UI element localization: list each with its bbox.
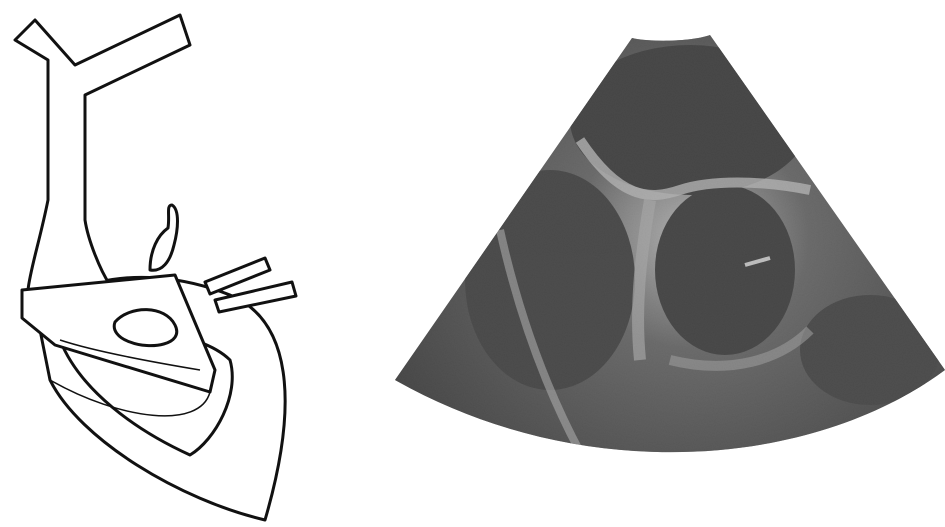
valve-leaflet — [114, 310, 177, 346]
echocardiogram-panel — [380, 0, 945, 527]
ultrasound-sector-image — [380, 0, 945, 527]
heart-line-drawing — [0, 0, 380, 527]
atrial-appendage — [150, 205, 178, 270]
sector-content — [380, 0, 945, 527]
heart-illustration-panel — [0, 0, 380, 527]
